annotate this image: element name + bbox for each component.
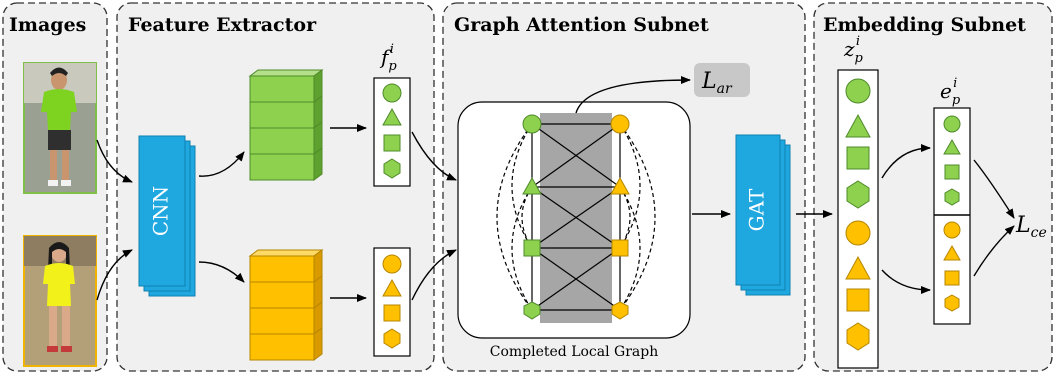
f-symbol: fpi (379, 42, 397, 74)
feature-extractor-title: Feature Extractor (128, 14, 317, 36)
arrow-image1-to-cnn (96, 139, 133, 183)
arrow-cnn-to-yellow-stack (198, 261, 245, 283)
images-title: Images (9, 14, 86, 36)
graph-attention-title: Graph Attention Subnet (454, 14, 709, 36)
z-embedding-column (837, 69, 879, 369)
feature-extractor-panel (116, 2, 435, 372)
cnn-label: CNN (149, 186, 173, 236)
l-ar-badge (694, 63, 750, 97)
completed-local-graph (457, 101, 691, 339)
arrow-e-yellow-to-l-ce (973, 225, 1015, 277)
z-symbol: zpi (843, 34, 864, 66)
yellow-part-features (373, 247, 411, 357)
person-image-green (23, 62, 97, 194)
l-ce-label: Lce (1015, 213, 1047, 241)
l-ar-label: Lar (701, 69, 733, 97)
green-part-features (373, 77, 411, 187)
embedding-title: Embedding Subnet (823, 14, 1026, 36)
arrow-z-to-e-yellow (881, 269, 931, 294)
arrow-e-green-to-l-ce (973, 159, 1015, 219)
green-feature-stack (248, 69, 324, 181)
arrow-cnn-to-green-stack (198, 151, 245, 177)
cnn-module (138, 135, 196, 297)
arrow-z-to-e-green (881, 144, 931, 179)
graph-caption: Completed Local Graph (490, 344, 659, 360)
arrow-image2-to-cnn (96, 249, 133, 301)
yellow-feature-stack (248, 249, 324, 361)
gat-label: GAT (745, 188, 769, 231)
e-embedding-column (933, 107, 971, 325)
arrow-to-l-ar (575, 76, 691, 114)
arrow-yellow-parts-to-graph (411, 249, 457, 301)
person-image-yellow (23, 235, 97, 367)
gat-module (735, 134, 791, 296)
arrow-green-parts-to-graph (411, 131, 457, 181)
e-symbol: epi (940, 76, 961, 108)
